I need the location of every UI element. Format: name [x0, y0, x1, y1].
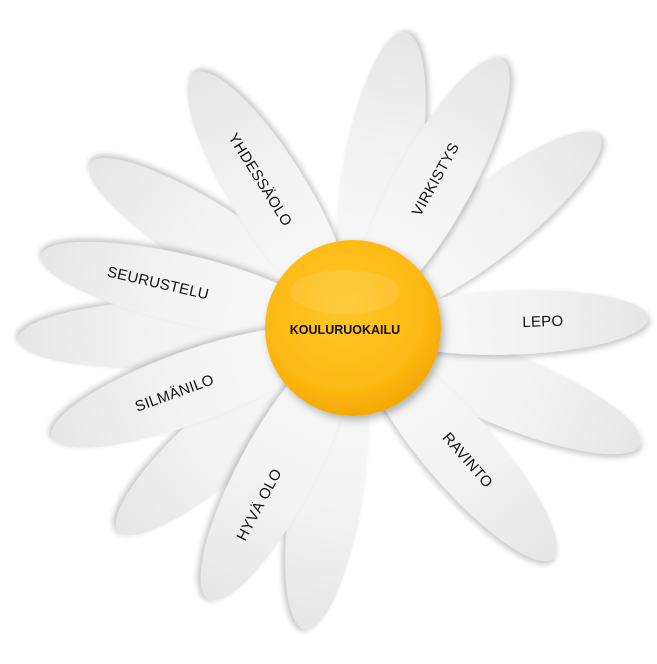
- petal: [116, 343, 333, 536]
- petal: [88, 158, 329, 318]
- petal: [336, 32, 426, 309]
- center-label: KOULURUOKAILU: [290, 323, 400, 337]
- petals-group: YHDESSÄOLO VIRKISTYS SEURUSTELU LEPO SIL…: [18, 32, 648, 630]
- petal-label-lepo: LEPO: [522, 313, 564, 331]
- petal-hyva-olo: HYVÄ OLO: [200, 347, 351, 601]
- petal-lepo: LEPO: [377, 290, 648, 355]
- petal: [380, 329, 642, 454]
- petal-seurustelu: SEURUSTELU: [40, 242, 324, 336]
- petal-ravinto: RAVINTO: [365, 344, 558, 561]
- petal-silmanilo: SILMÄNILO: [51, 327, 326, 448]
- petal-virkistys: VIRKISTYS: [356, 58, 510, 310]
- petal: [372, 131, 602, 316]
- center-highlight: [290, 270, 400, 314]
- center-disc: [265, 240, 441, 416]
- flower-center: KOULURUOKAILU: [265, 240, 441, 416]
